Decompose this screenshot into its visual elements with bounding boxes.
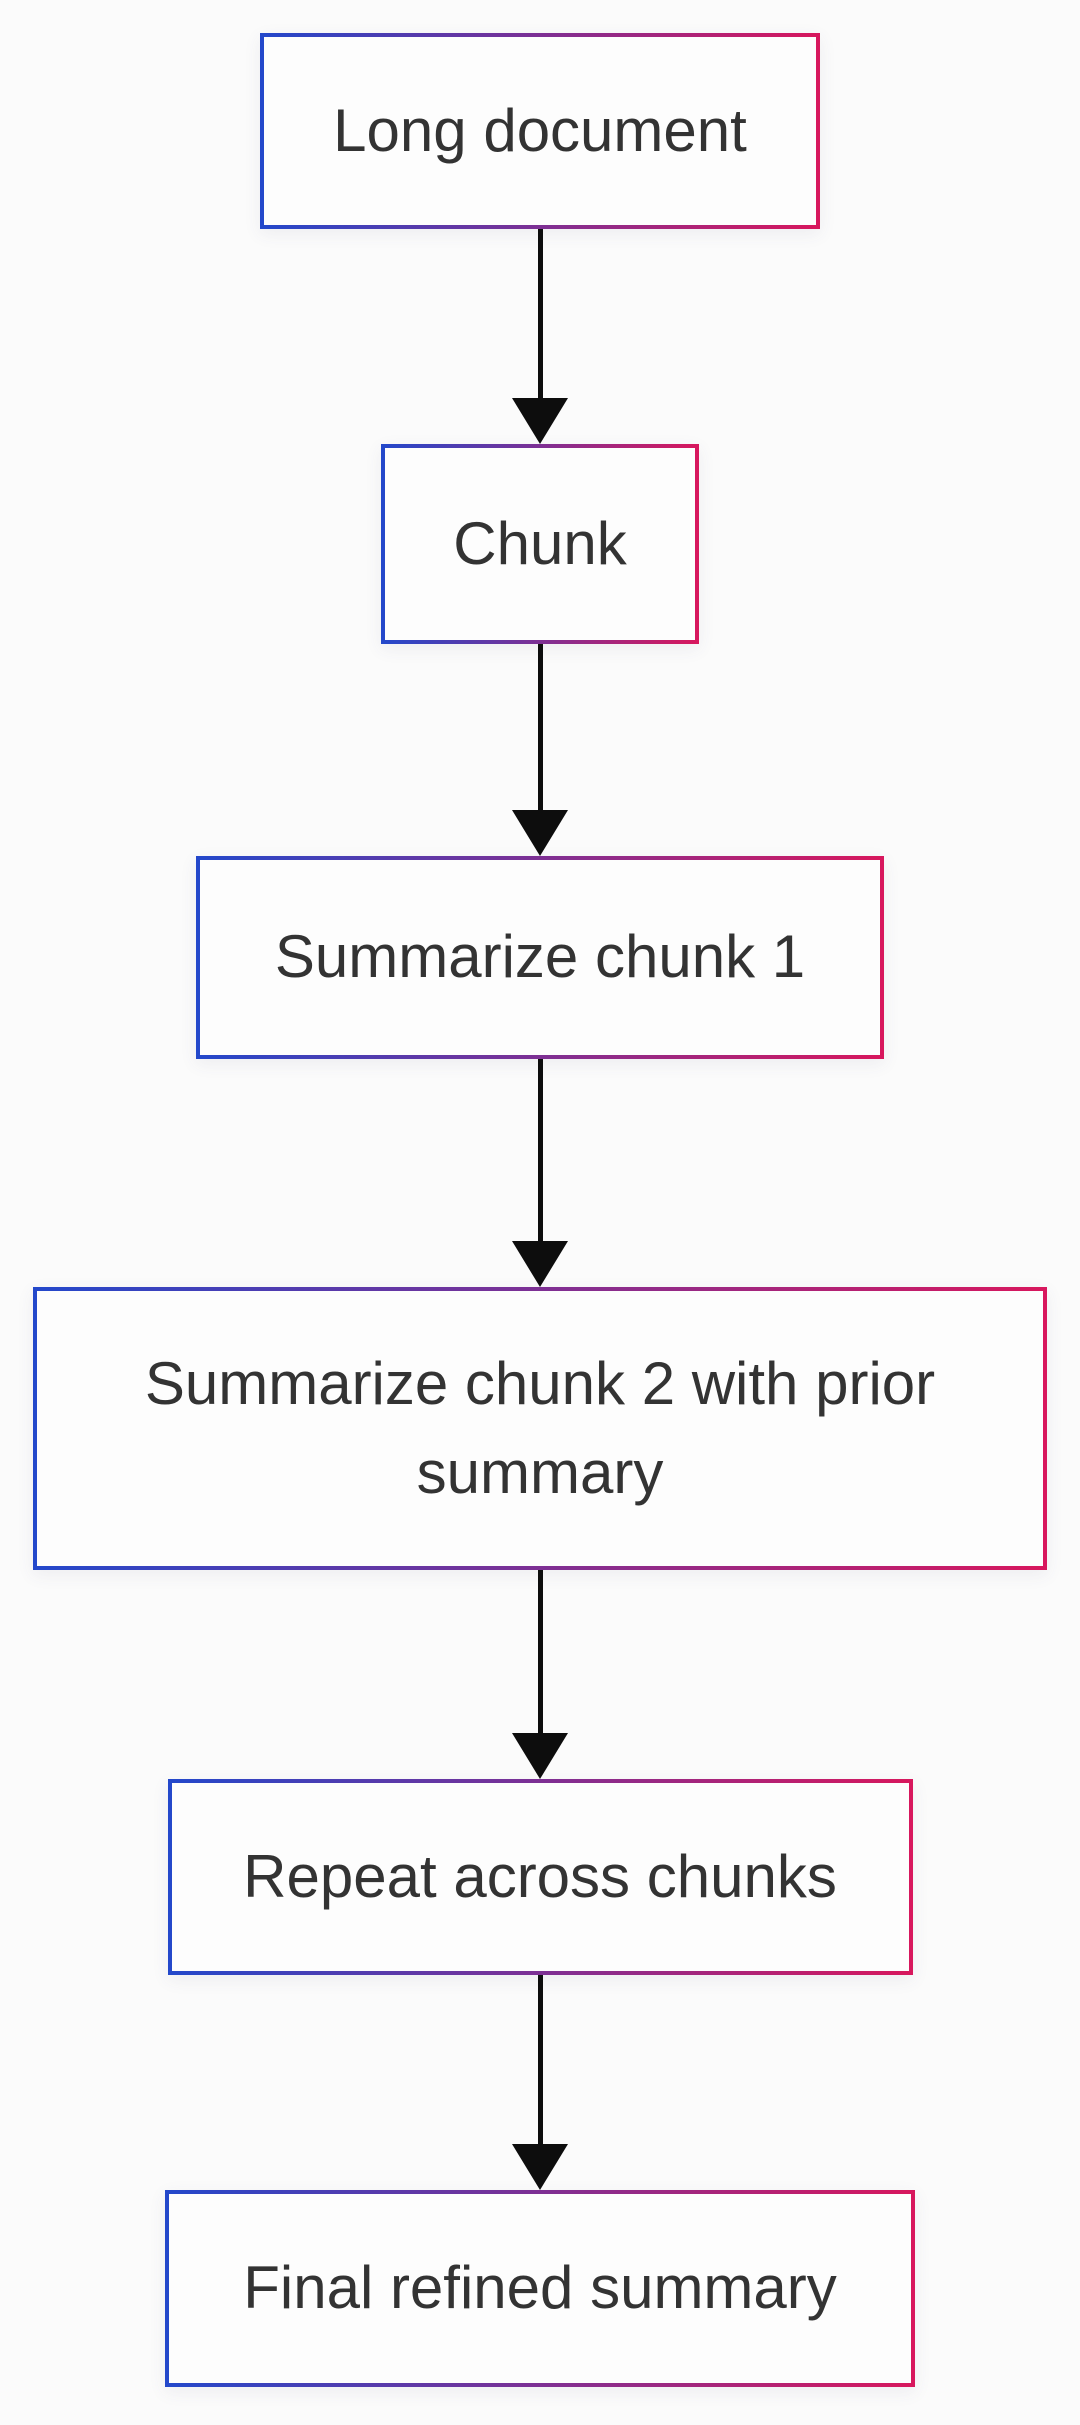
- arrow-shaft: [537, 1975, 543, 2148]
- node-summarize-chunk-2-with-prior-summary: Summarize chunk 2 with prior summary: [33, 1287, 1047, 1570]
- arrow-shaft: [537, 644, 543, 814]
- node-repeat-across-chunks: Repeat across chunks: [168, 1779, 913, 1975]
- arrow-head-icon: [512, 2144, 568, 2190]
- node-label: Long document: [333, 96, 747, 164]
- arrow-head-icon: [512, 398, 568, 444]
- arrow-shaft: [537, 1570, 543, 1737]
- node-long-document: Long document: [260, 33, 820, 229]
- node-label: Final refined summary: [243, 2254, 837, 2322]
- node-label: Repeat across chunks: [243, 1842, 837, 1910]
- arrow-head-icon: [512, 1241, 568, 1287]
- arrow-shaft: [537, 229, 543, 402]
- node-summarize-chunk-1: Summarize chunk 1: [196, 856, 884, 1059]
- flow-arrow: [512, 644, 568, 856]
- node-label: Chunk: [453, 509, 627, 577]
- node-label: Summarize chunk 1: [274, 923, 806, 991]
- arrow-head-icon: [512, 1733, 568, 1779]
- flow-arrow: [512, 1059, 568, 1287]
- flow-arrow: [512, 229, 568, 444]
- arrow-head-icon: [512, 810, 568, 856]
- node-label: Summarize chunk 2 with prior summary: [144, 1349, 936, 1506]
- node-final-refined-summary: Final refined summary: [165, 2190, 915, 2387]
- arrow-shaft: [537, 1059, 543, 1245]
- flow-arrow: [512, 1570, 568, 1779]
- flow-arrow: [512, 1975, 568, 2190]
- node-chunk: Chunk: [381, 444, 699, 644]
